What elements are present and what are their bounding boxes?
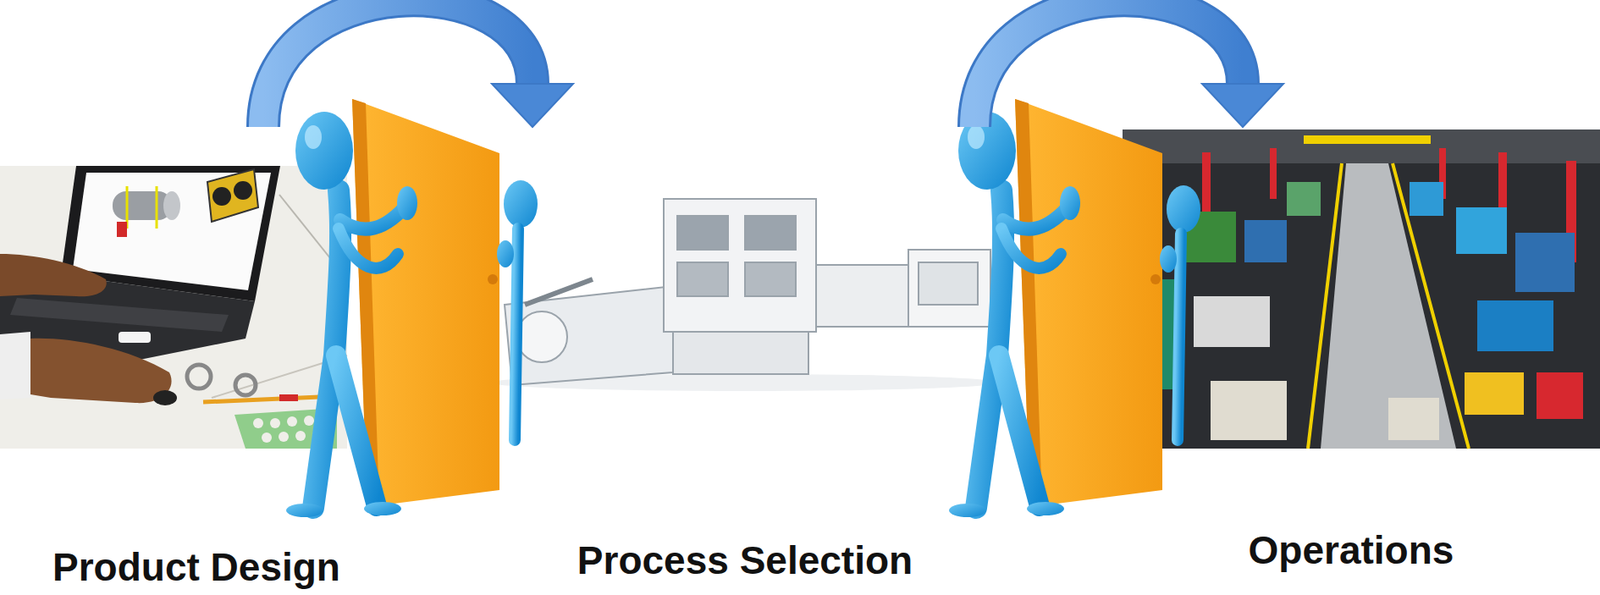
picture-panel: Operations [1105, 126, 1597, 595]
door-figure [948, 99, 1201, 518]
stage-label: Operations [1105, 529, 1597, 573]
picture-panel: Process Selection [492, 126, 998, 595]
machine-illustration [491, 198, 999, 392]
design-photo [0, 165, 348, 449]
factory-photo [1122, 129, 1600, 449]
curved-arrow [263, 0, 574, 127]
stage-label: Process Selection [492, 539, 998, 583]
curved-arrow [974, 0, 1284, 127]
arrow-body [974, 0, 1243, 127]
door-figure [286, 99, 538, 518]
stage-label: Product Design [3, 546, 390, 590]
picture-panel: Product Design [3, 126, 390, 595]
arrow-head [491, 83, 574, 127]
arrow-outline [263, 0, 533, 127]
arrow-outline [974, 0, 1243, 127]
arrow-body [263, 0, 533, 127]
arrow-head [1202, 83, 1284, 127]
